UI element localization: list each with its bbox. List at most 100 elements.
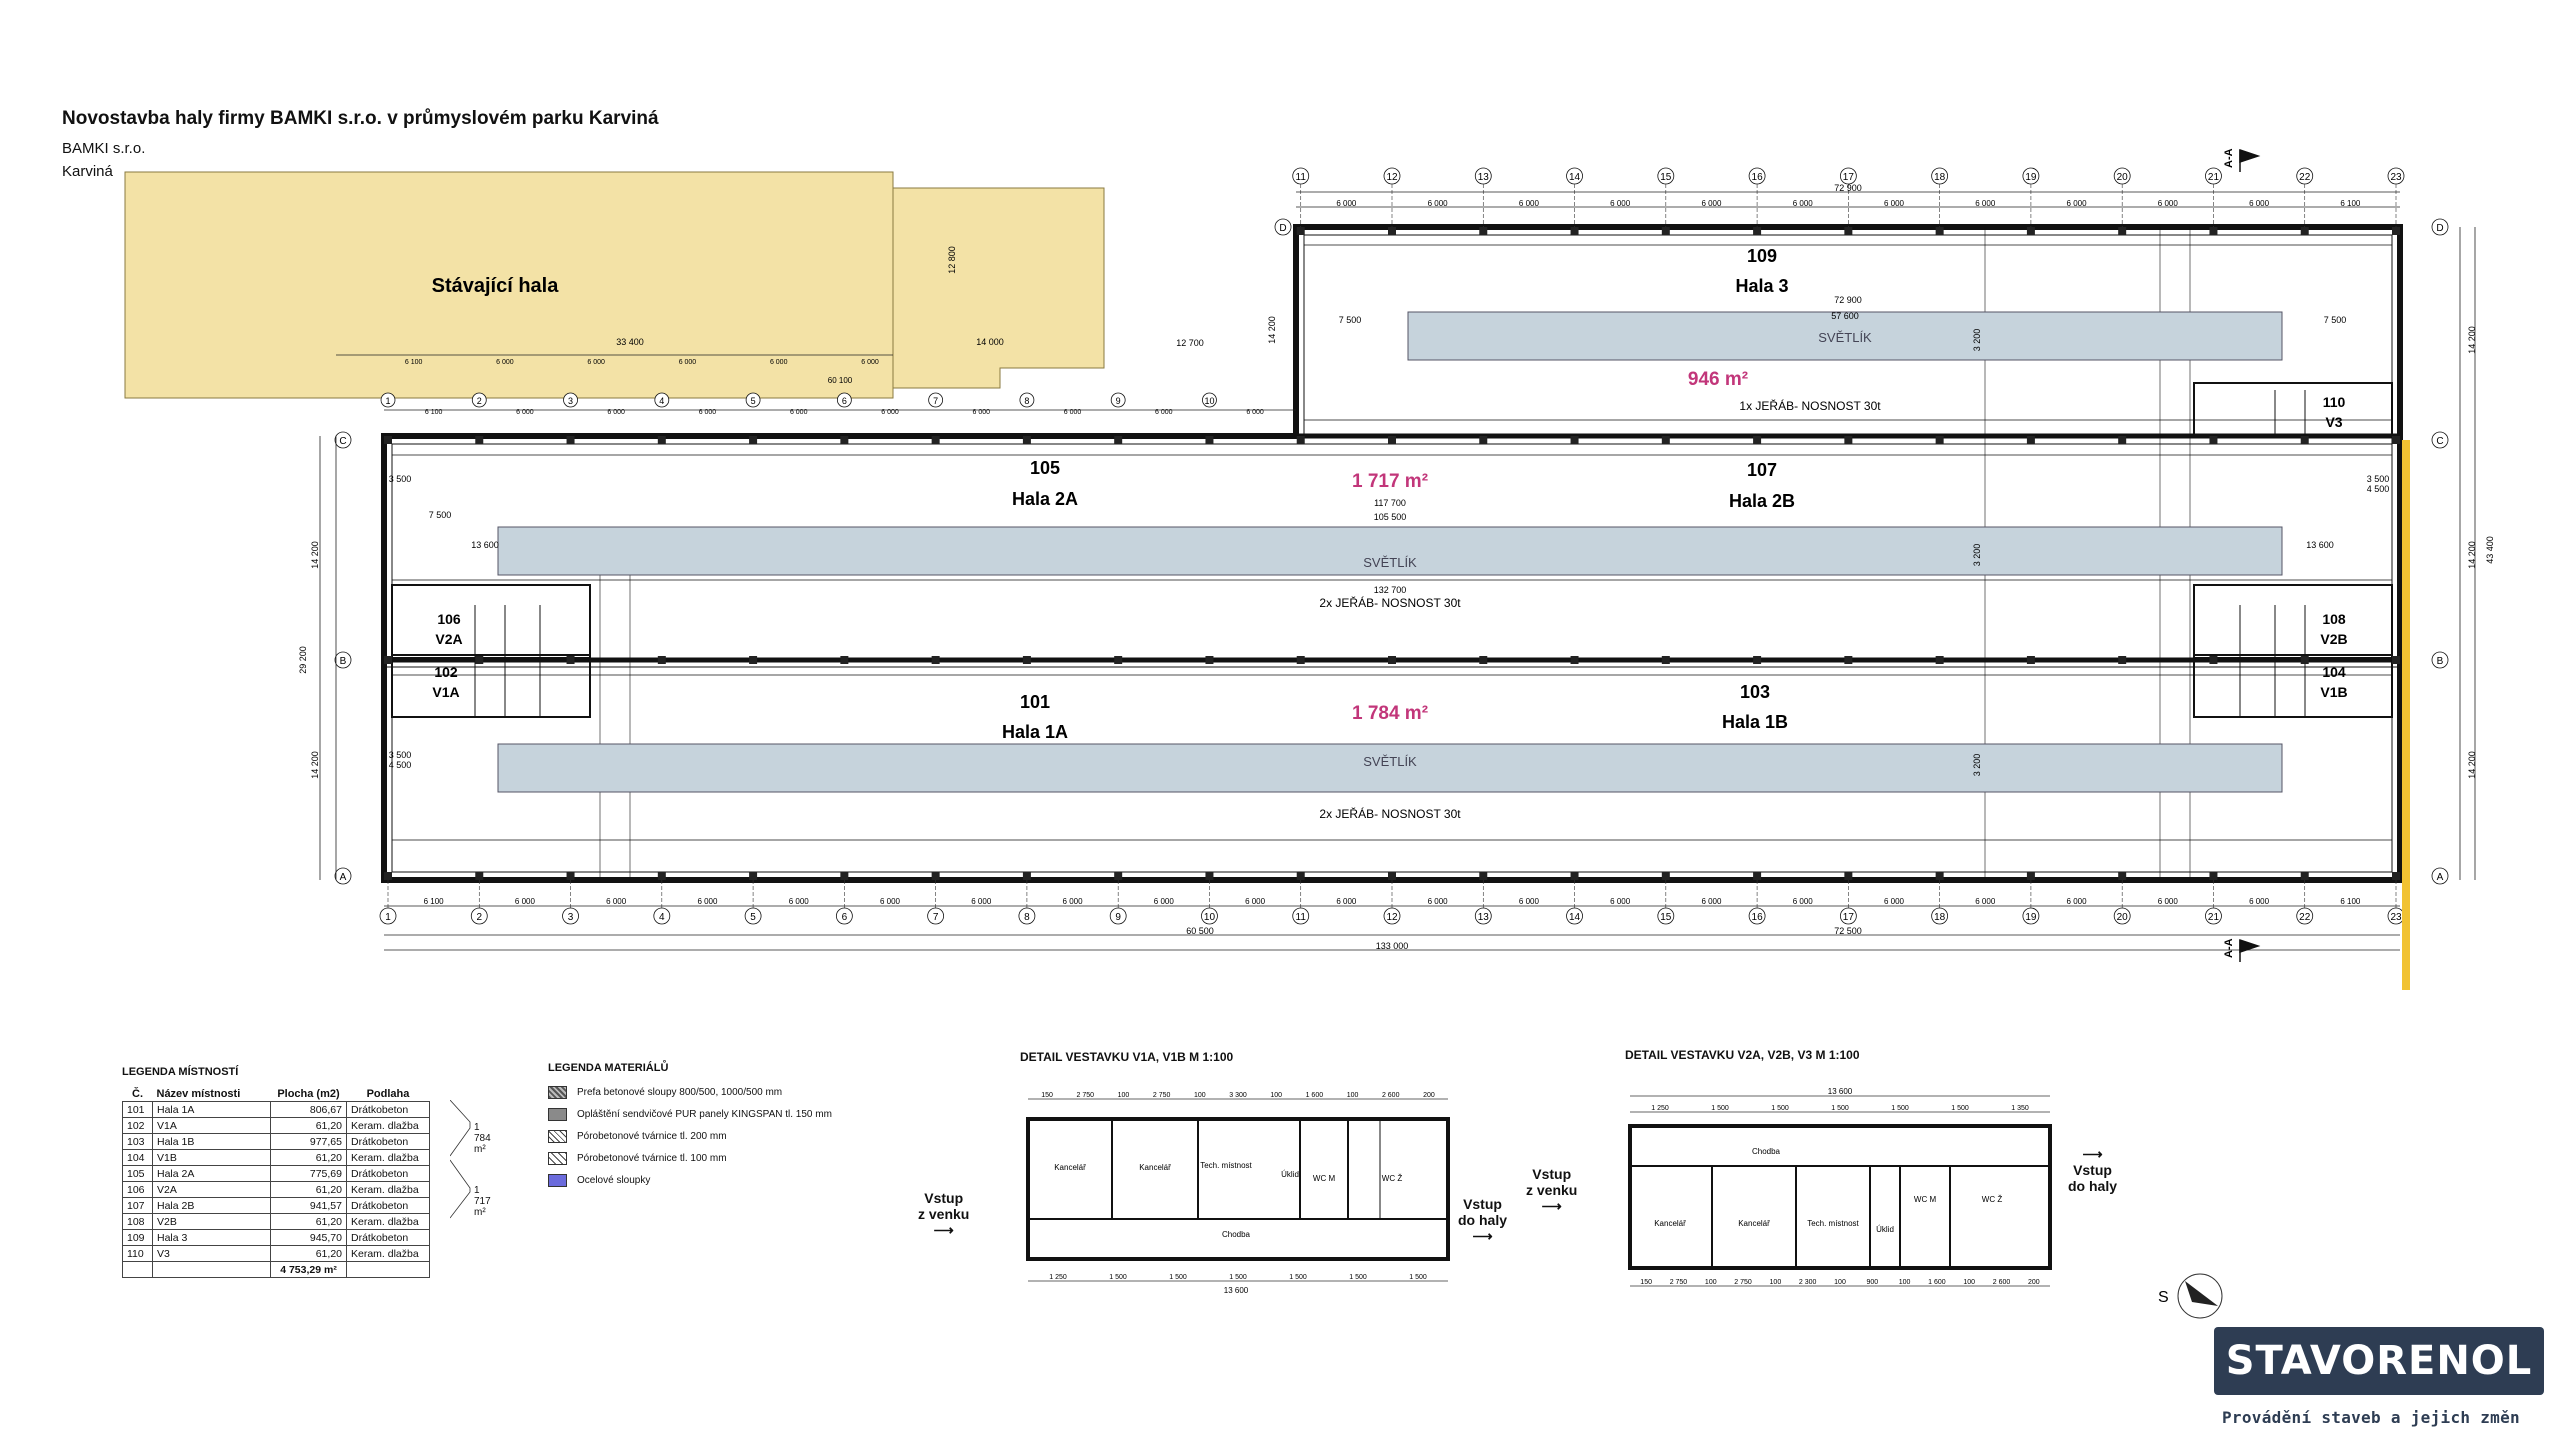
- room-103-name: Hala 1B: [1722, 712, 1788, 732]
- column-post: [566, 436, 575, 444]
- room-legend-total: 4 753,29 m²: [270, 1261, 347, 1278]
- table-cell: Keram. dlažba: [346, 1117, 430, 1134]
- dim-3200-b: 3 200: [1972, 544, 1982, 567]
- grid-axis-mid-label: 10: [1204, 396, 1214, 406]
- bay-dim-top: 6 000: [1336, 199, 1357, 208]
- detail2-plan: Chodba Kancelář Kancelář Tech. místnost …: [1628, 1087, 2052, 1287]
- grid-row-right-label: B: [2437, 656, 2444, 667]
- table-cell: 101: [122, 1101, 153, 1118]
- column-post: [931, 436, 940, 444]
- material-label-5: Ocelové sloupky: [577, 1175, 651, 1186]
- column-post: [1114, 436, 1123, 444]
- table-cell: 105: [122, 1165, 153, 1182]
- column-post: [2392, 656, 2400, 664]
- section-label-top: A-A: [2223, 148, 2235, 168]
- grid-axis-bottom-label: 7: [933, 912, 939, 923]
- dim-skylight-len: 105 500: [1374, 512, 1407, 522]
- column-post: [749, 656, 758, 664]
- bay-dim-mid: 6 000: [1064, 409, 1082, 416]
- bay-dim-mid: 6 100: [425, 409, 443, 416]
- dim-14000: 14 000: [976, 337, 1004, 347]
- grid-row-right-label: C: [2436, 436, 2443, 447]
- bay-dim-existing: 6 000: [679, 359, 697, 366]
- column-post: [657, 656, 666, 664]
- bay-dim-bottom: 6 000: [1063, 897, 1084, 906]
- grid-axis-mid-label: 5: [751, 396, 756, 406]
- grid-row-left-label: A: [340, 872, 347, 883]
- detail-dim: 100: [1194, 1092, 1206, 1099]
- table-cell: V1A: [152, 1117, 271, 1134]
- detail-dim: 100: [1963, 1279, 1975, 1286]
- grid-axis-top-label: 21: [2208, 172, 2220, 183]
- detail-dim: 100: [1899, 1279, 1911, 1286]
- bay-dim-bottom: 6 000: [515, 897, 536, 906]
- detail1-room-7: Chodba: [1222, 1230, 1251, 1239]
- column-post: [1753, 872, 1762, 880]
- room-110-name: V3: [2325, 414, 2342, 430]
- detail-dim: 100: [1270, 1092, 1282, 1099]
- dim-3200-a: 3 200: [1972, 329, 1982, 352]
- grid-axis-bottom: [653, 907, 671, 925]
- dim-3500-b: 3 500: [389, 750, 412, 760]
- detail-dim: 200: [1423, 1092, 1435, 1099]
- column-post: [2300, 436, 2309, 444]
- column-post: [1388, 872, 1396, 880]
- detail-dim: 1 500: [1289, 1274, 1307, 1281]
- column-post: [475, 872, 484, 880]
- column-post: [2026, 227, 2035, 235]
- column-post: [1844, 872, 1853, 880]
- column-post: [1753, 436, 1762, 444]
- detail-dim: 1 500: [1169, 1274, 1187, 1281]
- brand-logo[interactable]: STAVORENOL: [2214, 1327, 2544, 1395]
- bay-dim-mid: 6 000: [699, 409, 717, 416]
- brand-name: STAVORENOL: [2225, 1338, 2533, 1384]
- bay-dim-existing: 6 000: [770, 359, 788, 366]
- bay-dim-top: 6 000: [1793, 199, 1814, 208]
- legend-header-floor: Podlaha: [366, 1087, 410, 1100]
- dim-offset: 12 700: [1176, 338, 1204, 348]
- column-post: [1479, 227, 1488, 235]
- column-post: [1205, 436, 1214, 444]
- room-105-name: Hala 2A: [1012, 489, 1078, 509]
- dim-inner-len2: 132 700: [1374, 585, 1407, 595]
- table-cell: 941,57: [270, 1197, 347, 1214]
- table-cell: V2B: [152, 1213, 271, 1230]
- detail2-entry-right: ⟶ Vstup do haly: [2068, 1146, 2117, 1194]
- crane-hall2: 2x JEŘÁB- NOSNOST 30t: [1319, 595, 1461, 610]
- room-107-number: 107: [1747, 460, 1777, 480]
- table-cell: Hala 1B: [152, 1133, 271, 1150]
- detail1-room-1: Kancelář: [1054, 1163, 1086, 1172]
- table-cell: Keram. dlažba: [346, 1181, 430, 1198]
- grid-axis-bottom: [2113, 907, 2131, 925]
- dim-side-a-left2: 14 200: [310, 751, 320, 779]
- detail1-title: DETAIL VESTAVKU V1A, V1B M 1:100: [1020, 1050, 1234, 1064]
- column-post: [1114, 656, 1123, 664]
- column-post: [2392, 436, 2400, 444]
- detail1-entry-right-line2: do haly: [1458, 1212, 1508, 1228]
- table-cell: 977,65: [270, 1133, 347, 1150]
- legend-braces: [450, 1100, 471, 1219]
- column-post: [749, 872, 758, 880]
- grid-row-left: [334, 867, 352, 885]
- company-name: BAMKI s.r.o.: [62, 140, 146, 157]
- dim-13600-b: 13 600: [2306, 540, 2334, 550]
- column-post: [1935, 872, 1944, 880]
- room-101-name: Hala 1A: [1002, 722, 1068, 742]
- area-hall3: 946 m²: [1688, 369, 1748, 390]
- dim-side-a-right: 14 200: [2467, 326, 2477, 354]
- detail1-room-3: Tech. místnost: [1200, 1161, 1252, 1170]
- detail2-entry-right-line2: do haly: [2068, 1178, 2118, 1194]
- column-post: [1296, 227, 1305, 235]
- material-item-5: Ocelové sloupky: [548, 1174, 832, 1187]
- column-post: [2209, 436, 2218, 444]
- grid-row-right: [2431, 651, 2449, 669]
- column-post: [2118, 436, 2127, 444]
- brace-label-1: 1 784 m²: [474, 1122, 491, 1155]
- room-108-number: 108: [2322, 611, 2346, 627]
- grid-axis-mid: [380, 392, 396, 408]
- grid-axis-top-label: 11: [1296, 172, 1307, 183]
- grid-axis-bottom: [1657, 907, 1675, 925]
- material-item-4: Pórobetonové tvárnice tl. 100 mm: [548, 1152, 832, 1165]
- existing-hall-label: Stávající hala: [432, 275, 560, 297]
